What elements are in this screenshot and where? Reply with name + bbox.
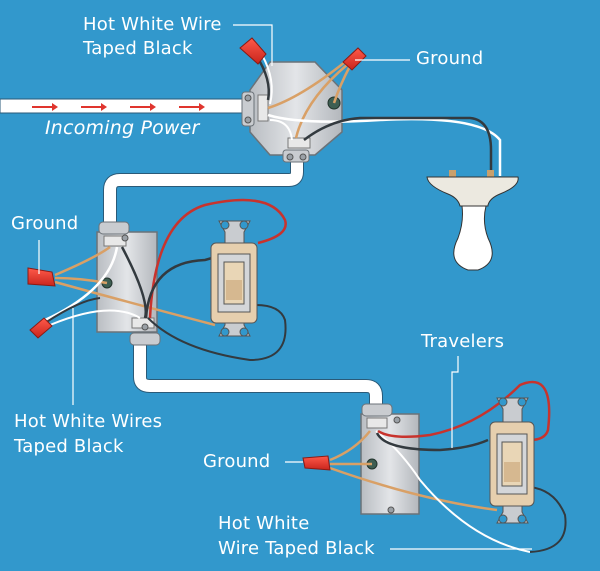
- wire-nut-ground-top: [342, 47, 367, 71]
- three-way-switch-2: [489, 397, 535, 524]
- light-bulb: [453, 205, 493, 271]
- wire-nut-ground-bottom: [302, 455, 331, 471]
- arrow-icon: [32, 103, 58, 111]
- label-ground-top: Ground: [416, 48, 484, 69]
- arrow-icon: [179, 103, 205, 111]
- switch1-wiring: [44, 198, 287, 362]
- label-hot-white-wire-bottom-line1: Hot White: [218, 513, 310, 534]
- light-fixture: [426, 170, 519, 271]
- label-travelers: Travelers: [421, 331, 505, 352]
- switch-box-2: [360, 403, 420, 515]
- label-incoming-power: Incoming Power: [45, 117, 200, 139]
- label-ground-left: Ground: [11, 213, 79, 234]
- three-way-switch-1: [210, 220, 258, 337]
- incoming-power-cable: [0, 98, 251, 114]
- arrow-icon: [81, 103, 107, 111]
- arrow-icon: [130, 103, 156, 111]
- label-hot-white-wires-left-line1: Hot White Wires: [14, 411, 163, 432]
- leader-lines: [38, 24, 532, 550]
- wire-nut-ground-left: [27, 267, 56, 287]
- cable-switch1-to-switch2: [133, 340, 383, 412]
- power-flow-arrows: [32, 103, 205, 111]
- wire-nut-hot-top: [239, 37, 267, 65]
- label-hot-white-wires-left-line2: Taped Black: [14, 436, 124, 457]
- junction-box: [241, 54, 502, 176]
- label-hot-white-wire-top-line2: Taped Black: [83, 38, 193, 59]
- switch2-wiring: [329, 380, 567, 553]
- label-hot-white-wire-bottom-line2: Wire Taped Black: [218, 538, 375, 559]
- cable-junction-to-switch1: [103, 155, 304, 225]
- label-ground-bottom: Ground: [203, 451, 271, 472]
- label-hot-white-wire-top-line1: Hot White Wire: [83, 14, 222, 35]
- wire-nut-hot-left: [29, 317, 53, 339]
